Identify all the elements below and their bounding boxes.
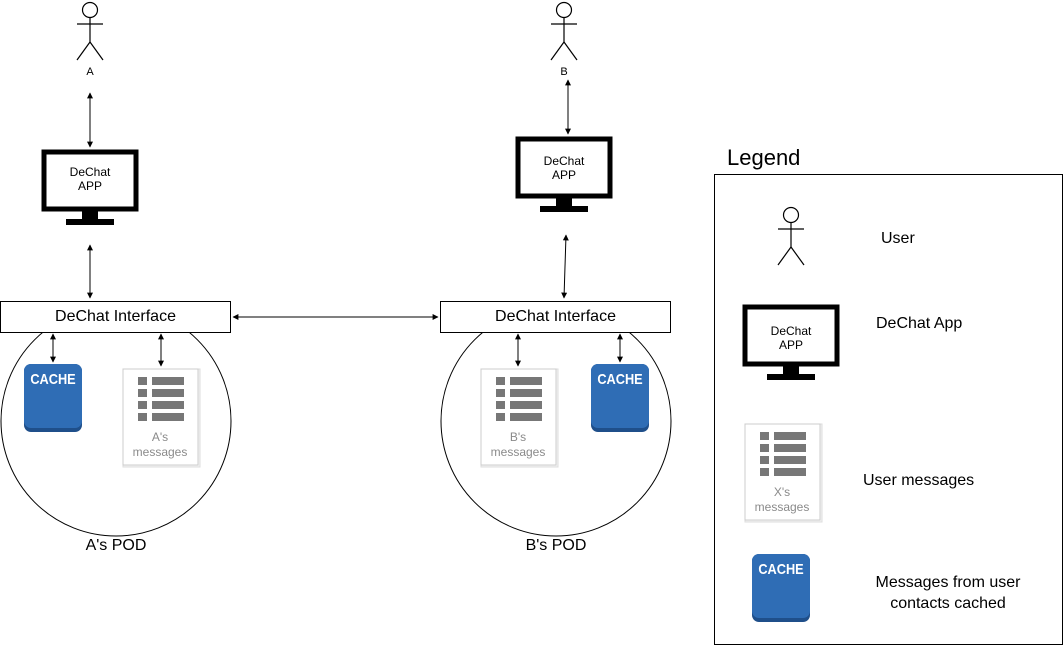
cache-b-label: CACHE <box>597 371 643 388</box>
app-a-label-line2: APP <box>77 179 102 193</box>
legend-app-icon-label: DeChat APP <box>771 324 812 352</box>
legend-cache-label: CACHE <box>758 561 804 578</box>
legend-cache-text: Messages from user contacts cached <box>876 572 1021 614</box>
messages-a-line2: messages <box>132 445 188 459</box>
legend-messages-line2: messages <box>754 500 810 514</box>
user-a-label: A <box>86 66 94 78</box>
app-a-label: DeChat APP <box>70 165 111 193</box>
legend-app-icon-line1: DeChat <box>770 324 812 338</box>
user-b-icon <box>550 1 578 61</box>
messages-a-line1: A's <box>151 430 169 444</box>
legend-app-text: DeChat App <box>876 315 963 332</box>
app-b-label: DeChat APP <box>544 154 585 182</box>
messages-a-label: A's messages <box>133 430 188 460</box>
legend-box <box>714 174 1063 645</box>
app-b-label-line2: APP <box>551 168 576 182</box>
pod-b-label: B's POD <box>525 537 587 554</box>
interface-b-box: DeChat Interface <box>440 301 671 333</box>
legend-messages-icon-label: X's messages <box>755 485 810 515</box>
cache-a-label: CACHE <box>30 371 76 388</box>
legend-app-icon-line2: APP <box>778 338 803 352</box>
legend-user-text: User <box>881 230 915 247</box>
messages-b-line2: messages <box>490 445 546 459</box>
interface-b-label: DeChat Interface <box>495 308 616 325</box>
messages-b-line1: B's <box>509 430 527 444</box>
user-b-label: B <box>560 66 568 78</box>
legend-messages-line1: X's <box>773 485 791 499</box>
legend-cache-text-line2: contacts cached <box>890 595 1006 612</box>
interface-a-label: DeChat Interface <box>55 308 176 325</box>
user-a-icon <box>76 1 104 61</box>
legend-messages-text: User messages <box>863 472 975 489</box>
app-b-label-line1: DeChat <box>543 154 585 168</box>
legend-cache-text-line1: Messages from user <box>875 574 1021 591</box>
pod-a-label: A's POD <box>85 537 147 554</box>
arrow-app-b-interface <box>561 234 569 299</box>
interface-a-box: DeChat Interface <box>0 301 231 333</box>
messages-b-label: B's messages <box>491 430 546 460</box>
app-a-label-line1: DeChat <box>69 165 111 179</box>
legend-title: Legend <box>727 145 801 170</box>
